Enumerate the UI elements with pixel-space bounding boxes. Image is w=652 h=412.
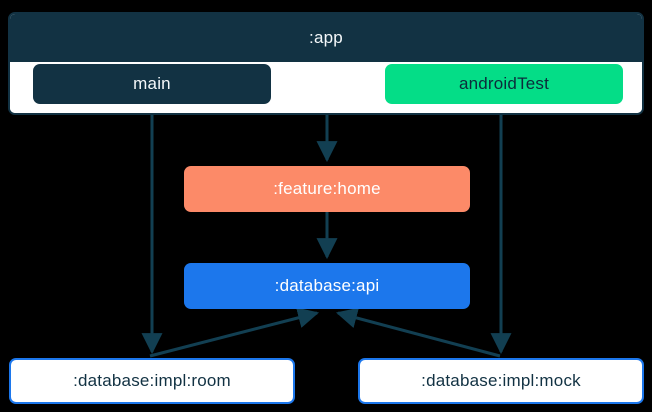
node-feature-home-label: :feature:home [273, 179, 381, 198]
node-database-impl-room[interactable]: :database:impl:room [9, 358, 295, 404]
source-set-main[interactable]: main [33, 64, 271, 104]
node-feature-home[interactable]: :feature:home [184, 166, 470, 212]
subgraph-app[interactable]: :app main androidTest [8, 12, 644, 115]
subgraph-app-body: main androidTest [10, 62, 642, 113]
source-set-androidtest[interactable]: androidTest [385, 64, 623, 104]
node-database-api[interactable]: :database:api [184, 263, 470, 309]
edge-mock-to-database-api [335, 307, 501, 358]
node-database-api-label: :database:api [274, 276, 380, 295]
source-set-androidtest-label: androidTest [458, 74, 550, 93]
node-database-impl-room-label: :database:impl:room [73, 371, 231, 390]
node-database-impl-mock[interactable]: :database:impl:mock [358, 358, 644, 404]
subgraph-app-title: :app [10, 14, 642, 62]
source-set-main-label: main [133, 74, 171, 93]
node-database-impl-mock-label: :database:impl:mock [421, 371, 581, 390]
edge-room-to-database-api [149, 307, 320, 358]
